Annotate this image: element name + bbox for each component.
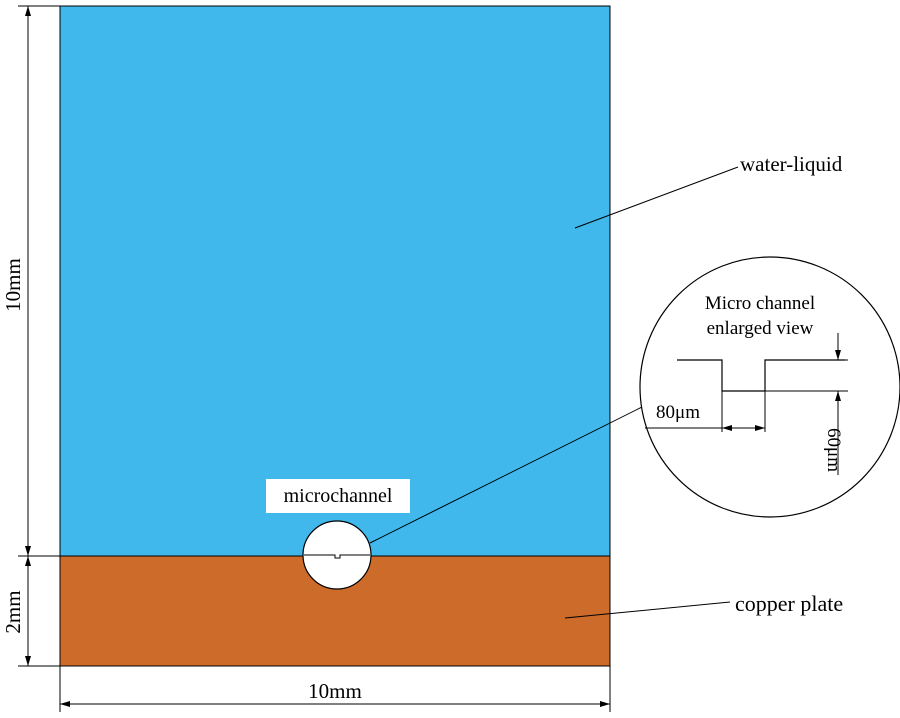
enlarged-view-circle — [639, 256, 900, 518]
microchannel-label-bg — [266, 479, 410, 513]
copper-label: copper plate — [735, 591, 843, 616]
water-leader-line — [574, 166, 739, 229]
copper-leader-line — [564, 601, 731, 619]
depth-label: 60μm — [823, 428, 844, 472]
microchannel-label: microchannel — [284, 485, 393, 507]
microchannel-circle — [302, 520, 372, 590]
enlarged-view-title-1: Micro channel — [705, 293, 815, 314]
dim-height-copper-label: 2mm — [1, 590, 25, 633]
dim-height-water-label: 10mm — [1, 258, 25, 312]
water-region — [59, 5, 611, 557]
width-label: 80μm — [656, 402, 700, 423]
water-label: water-liquid — [740, 152, 843, 176]
enlarged-view-title-2: enlarged view — [707, 318, 814, 339]
dim-width-total-label: 10mm — [308, 679, 362, 703]
microchannel-leader-line — [369, 403, 649, 544]
microchannel-profile — [304, 554, 370, 559]
